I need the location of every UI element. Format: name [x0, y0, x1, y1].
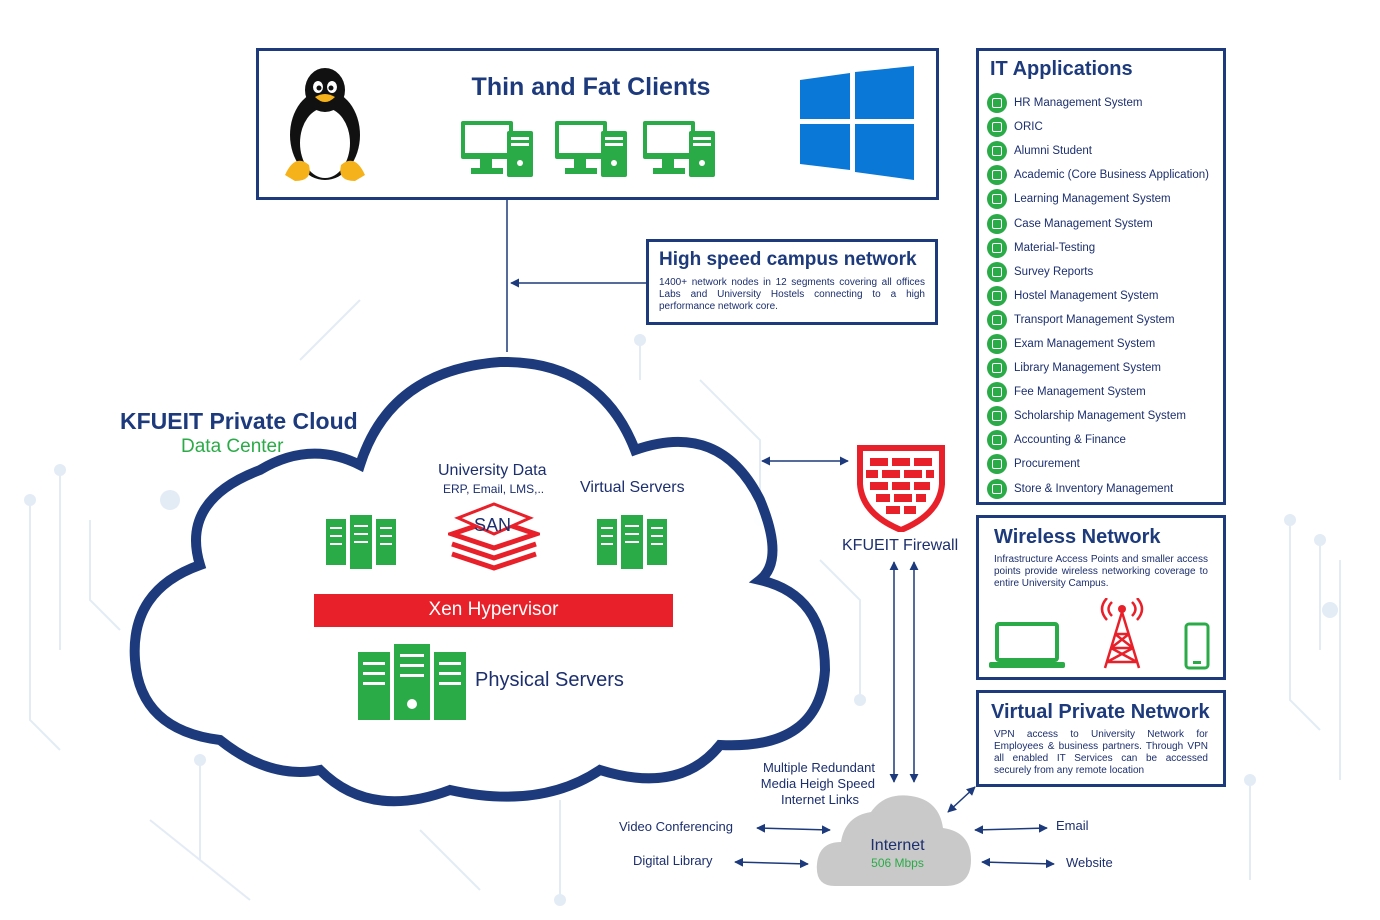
- video-conferencing-label: Video Conferencing: [619, 819, 733, 834]
- xen-hypervisor-bar: [314, 594, 673, 627]
- it-application-label: Fee Management System: [1014, 386, 1146, 399]
- university-data-label: University Data: [438, 462, 547, 479]
- it-application-label: Transport Management System: [1014, 313, 1175, 326]
- laptop-icon: [989, 622, 1065, 668]
- application-icon: [987, 430, 1007, 451]
- firewall-shield-icon: [857, 445, 945, 532]
- application-icon: [987, 213, 1007, 234]
- website-label: Website: [1066, 855, 1113, 870]
- internet-cloud-shape: [816, 795, 971, 886]
- wireless-panel: Wireless Network Infrastructure Access P…: [976, 515, 1226, 680]
- application-icon: [987, 93, 1007, 114]
- application-icon: [987, 358, 1007, 379]
- application-icon: [987, 117, 1007, 138]
- application-icon: [987, 406, 1007, 427]
- it-application-item: Store & Inventory Management: [987, 477, 1209, 501]
- it-application-label: Procurement: [1014, 458, 1080, 471]
- virtual-servers-label: Virtual Servers: [580, 479, 685, 496]
- it-application-item: Material-Testing: [987, 236, 1209, 260]
- it-application-label: Survey Reports: [1014, 265, 1094, 278]
- desktop-computer-icon: [461, 121, 715, 177]
- internet-links-label-2: Media Heigh Speed: [760, 776, 875, 791]
- campus-network-title: High speed campus network: [659, 249, 917, 270]
- xen-hypervisor-label: Xen Hypervisor: [428, 599, 559, 620]
- server-rack-icon: [326, 515, 396, 569]
- it-application-item: ORIC: [987, 115, 1209, 139]
- it-applications-title: IT Applications: [990, 58, 1133, 80]
- internet-speed: 506 Mbps: [871, 856, 924, 870]
- it-application-item: Hostel Management System: [987, 284, 1209, 308]
- application-icon: [987, 141, 1007, 162]
- it-application-label: Alumni Student: [1014, 145, 1092, 158]
- application-icon: [987, 237, 1007, 258]
- email-label: Email: [1056, 818, 1089, 833]
- application-icon: [987, 285, 1007, 306]
- vpn-panel: Virtual Private Network VPN access to Un…: [976, 690, 1226, 787]
- application-icon: [987, 261, 1007, 282]
- it-application-label: Store & Inventory Management: [1014, 482, 1174, 495]
- it-application-item: HR Management System: [987, 91, 1209, 115]
- internet-links-label-1: Multiple Redundant: [762, 760, 875, 775]
- it-application-label: Exam Management System: [1014, 337, 1156, 350]
- linux-tux-icon: [285, 68, 365, 181]
- it-application-label: Library Management System: [1014, 362, 1162, 375]
- it-application-item: Transport Management System: [987, 308, 1209, 332]
- wireless-title: Wireless Network: [994, 526, 1161, 548]
- it-application-label: ORIC: [1014, 121, 1043, 134]
- application-icon: [987, 189, 1007, 210]
- campus-network-description: 1400+ network nodes in 12 segments cover…: [659, 277, 925, 312]
- application-icon: [987, 454, 1007, 475]
- san-label: SAN: [474, 515, 512, 535]
- application-icon: [987, 478, 1007, 499]
- it-application-item: Learning Management System: [987, 187, 1209, 211]
- private-cloud-subtitle: Data Center: [181, 436, 284, 457]
- it-application-label: Academic (Core Business Application): [1014, 169, 1209, 182]
- clients-panel: Thin and Fat Clients: [256, 48, 939, 200]
- application-icon: [987, 165, 1007, 186]
- it-application-item: Exam Management System: [987, 332, 1209, 356]
- it-application-item: Alumni Student: [987, 139, 1209, 163]
- wireless-description: Infrastructure Access Points and smaller…: [994, 554, 1208, 589]
- clients-title: Thin and Fat Clients: [471, 73, 711, 101]
- it-application-label: HR Management System: [1014, 97, 1143, 110]
- it-application-item: Scholarship Management System: [987, 404, 1209, 428]
- private-cloud-shape: [129, 356, 831, 807]
- physical-server-icon: [358, 644, 466, 720]
- university-data-sublabel: ERP, Email, LMS,..: [443, 482, 545, 496]
- vpn-title: Virtual Private Network: [991, 701, 1210, 723]
- campus-network-panel: High speed campus network 1400+ network …: [646, 239, 938, 325]
- it-application-item: Case Management System: [987, 211, 1209, 235]
- vpn-description: VPN access to University Network for Emp…: [994, 729, 1208, 776]
- it-application-label: Hostel Management System: [1014, 289, 1159, 302]
- digital-library-label: Digital Library: [633, 853, 713, 868]
- virtual-server-rack-icon: [597, 515, 667, 569]
- it-application-label: Scholarship Management System: [1014, 410, 1186, 423]
- it-application-item: Academic (Core Business Application): [987, 163, 1209, 187]
- application-icon: [987, 382, 1007, 403]
- mobile-phone-icon: [1184, 622, 1210, 670]
- private-cloud-title: KFUEIT Private Cloud: [120, 408, 358, 434]
- it-application-item: Survey Reports: [987, 260, 1209, 284]
- application-icon: [987, 309, 1007, 330]
- internet-label: Internet: [870, 837, 925, 854]
- it-application-label: Learning Management System: [1014, 193, 1171, 206]
- it-application-item: Library Management System: [987, 356, 1209, 380]
- physical-servers-label: Physical Servers: [475, 669, 624, 691]
- application-icon: [987, 333, 1007, 354]
- windows-logo-icon: [800, 66, 914, 180]
- firewall-label: KFUEIT Firewall: [842, 537, 959, 554]
- san-storage-icon: [448, 502, 540, 571]
- it-application-label: Case Management System: [1014, 217, 1153, 230]
- it-application-item: Fee Management System: [987, 380, 1209, 404]
- it-application-label: Material-Testing: [1014, 241, 1096, 254]
- it-application-item: Procurement: [987, 452, 1209, 476]
- it-application-label: Accounting & Finance: [1014, 434, 1126, 447]
- wireless-tower-icon: [1100, 598, 1144, 669]
- it-application-item: Accounting & Finance: [987, 428, 1209, 452]
- internet-links-label-3: Internet Links: [780, 792, 859, 807]
